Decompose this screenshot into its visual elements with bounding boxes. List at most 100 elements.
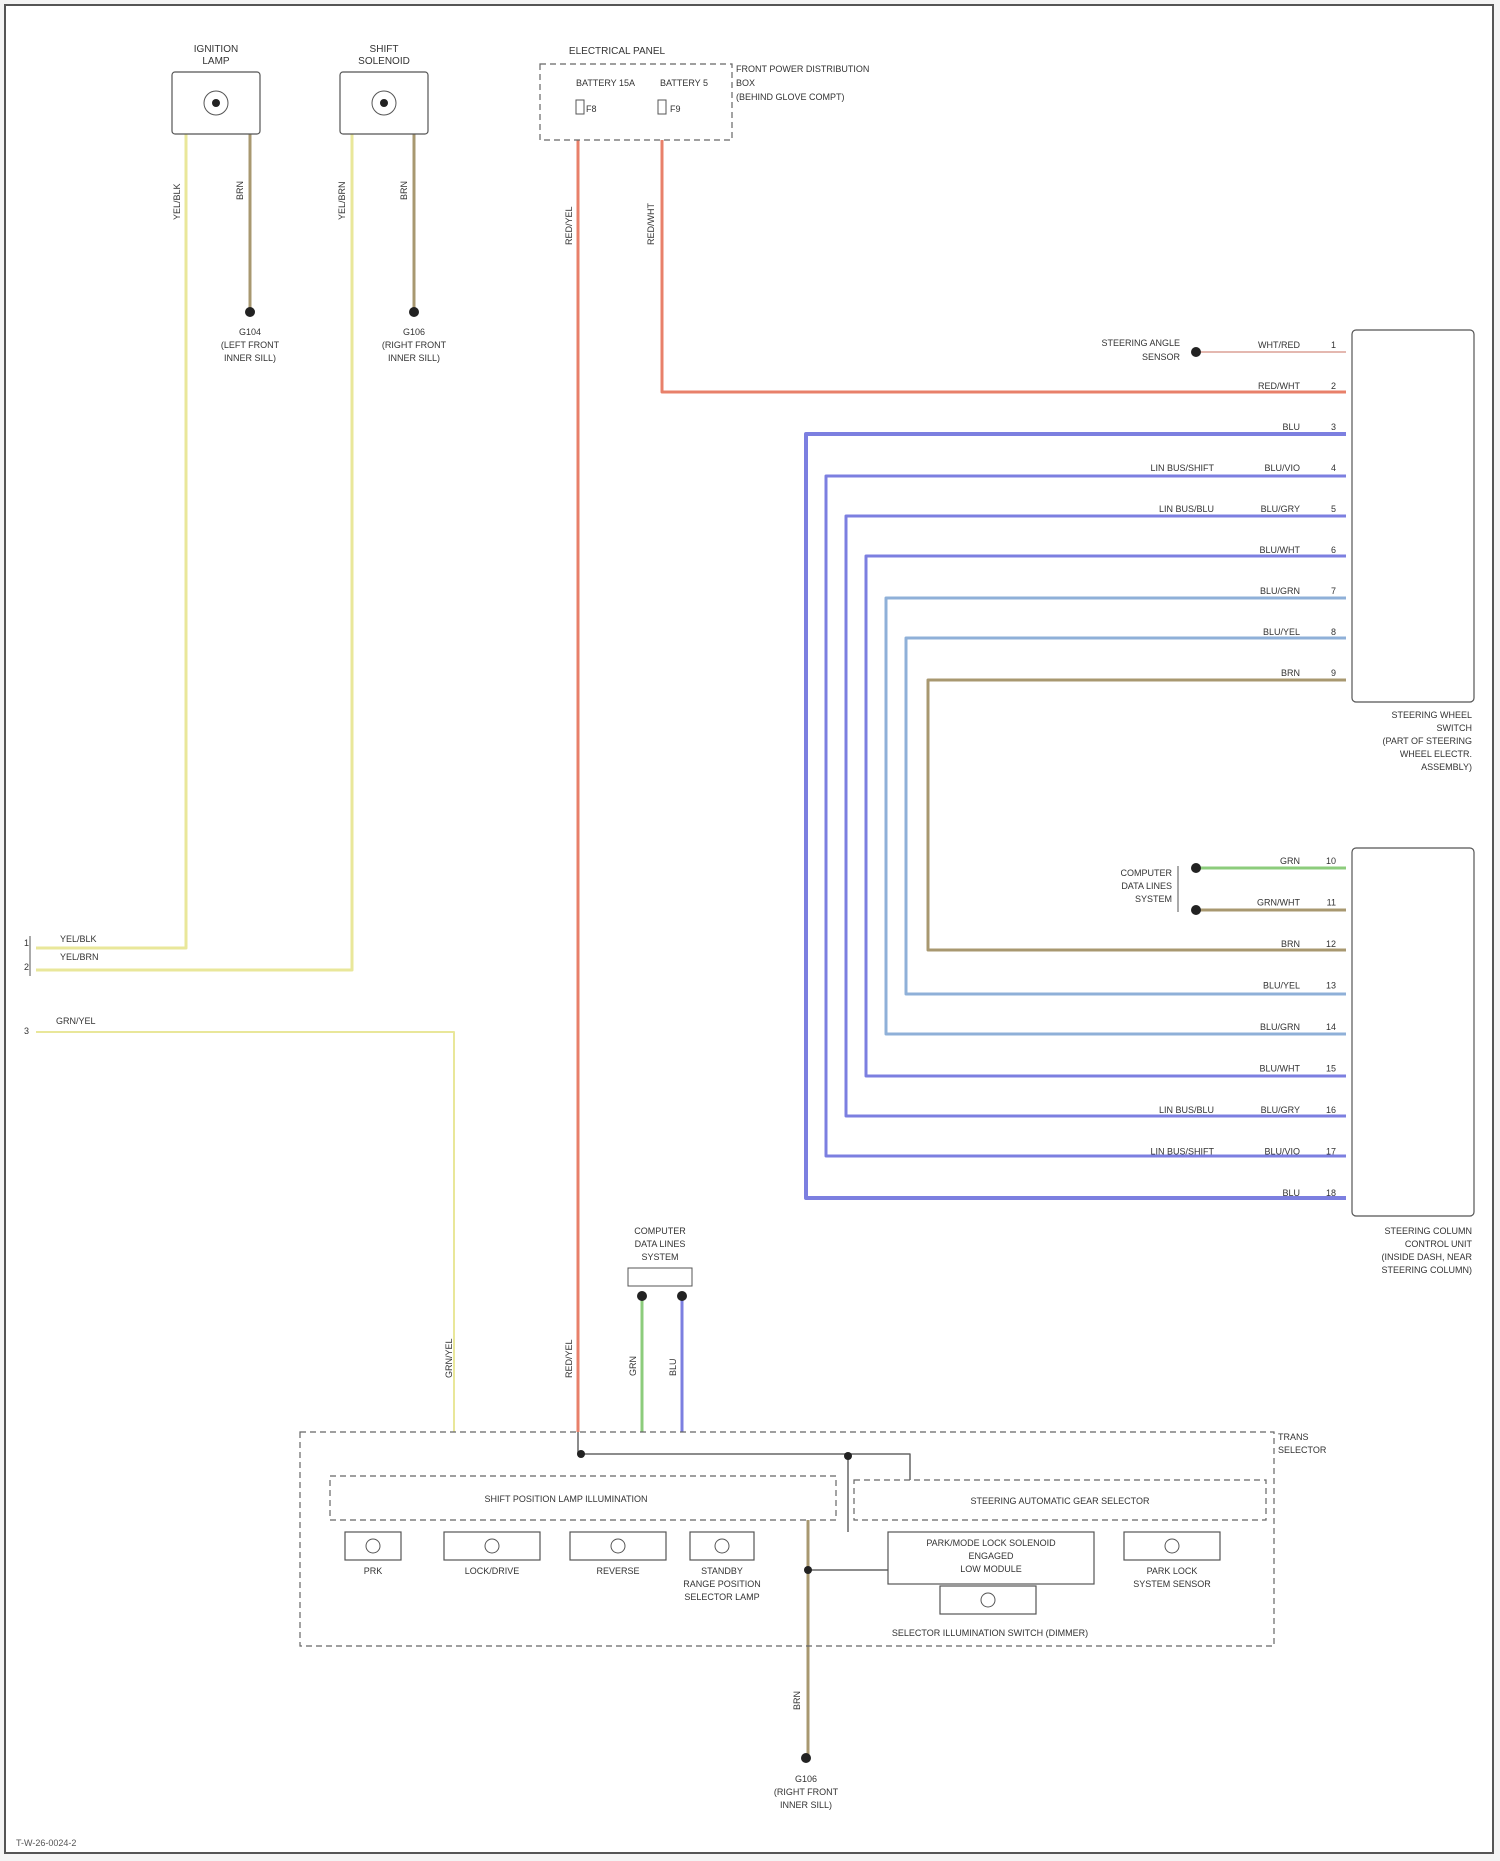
ign-left-b-wire-label: BRN [235,181,245,200]
indicator-park-lock-box [1124,1532,1220,1560]
can-bottom-label-2: DATA LINES [635,1239,686,1249]
row-wire-label: BLU/GRN [1260,1022,1300,1032]
bottom-can-h-wire-label: GRN [628,1356,638,1376]
row-wire-label: RED/WHT [1258,381,1300,391]
row-pin-label: 15 [1326,1064,1336,1074]
ground-right-label-3: INNER SILL) [388,353,440,363]
row-wire-label: BLU/YEL [1263,981,1300,991]
can-mid-label-2: DATA LINES [1121,881,1172,891]
diagram-footer-id: T-W-26-0024-2 [16,1838,76,1848]
row-pin-label: 14 [1326,1022,1336,1032]
row-pin-label: 13 [1326,981,1336,991]
ground-right-label-1: G106 [403,327,425,337]
row-pin-label: 1 [1331,340,1336,350]
upper-module-label-3: (PART OF STEERING [1382,736,1472,746]
left-conn-wire-1: YEL/BLK [60,934,97,944]
upper-module-label: STEERING WHEEL SWITCH (PART OF STEERING … [1382,710,1472,772]
wire-fuse-b-red [662,140,1346,392]
fuse-a-symbol-icon [576,100,584,114]
can-bottom-dot-high-icon [637,1291,647,1301]
sas-label-1: STEERING ANGLE [1101,338,1180,348]
indicator-lock-label: LOCK/DRIVE [465,1566,520,1576]
row-pin-label: 3 [1331,422,1336,432]
ground-right-dot-icon [409,307,419,317]
row-pin-label: 2 [1331,381,1336,391]
row-wire-label: BLU/VIO [1264,1147,1300,1157]
row-wire-label: BLU/GRY [1261,504,1300,514]
indicator-lock: LOCK/DRIVE [444,1532,540,1576]
park-mode-solenoid-box [940,1586,1036,1614]
lamp-center-icon [212,99,220,107]
indicator-prk-label: PRK [364,1566,383,1576]
ground-left: G104 (LEFT FRONT INNER SILL) [221,307,280,363]
row-pin-label: 12 [1326,939,1336,949]
bottom-gnd-wire-label: BRN [792,1691,802,1710]
row-pin-label: 10 [1326,856,1336,866]
ign-right-b-wire-label: BRN [399,181,409,200]
fuse-b-wire-label: RED/WHT [646,203,656,245]
ground-bottom-label-3: INNER SILL) [780,1800,832,1810]
lower-module-label-3: (INSIDE DASH, NEAR [1381,1252,1472,1262]
indicator-prk: PRK [345,1532,401,1576]
indicator-standby-box [690,1532,754,1560]
upper-module-label-1: STEERING WHEEL [1391,710,1472,720]
ground-bottom: G106 (RIGHT FRONT INNER SILL) [774,1753,839,1810]
ground-right: G106 (RIGHT FRONT INNER SILL) [382,307,447,363]
row-signal-label: LIN BUS/SHIFT [1150,1147,1214,1157]
fuse-note-1: FRONT POWER DISTRIBUTION [736,64,869,74]
lower-module-label-2: CONTROL UNIT [1405,1239,1473,1249]
can-bottom-bracket [628,1268,692,1286]
indicator-park-lock-label-1: PARK LOCK [1147,1566,1198,1576]
wire-loop-5 [886,598,1346,1034]
indicator-park-mode-label-1: PARK/MODE LOCK SOLENOID [926,1538,1056,1548]
wire-internal-1 [578,1432,910,1480]
indicator-reverse-label: REVERSE [596,1566,639,1576]
junction-dot-2-icon [844,1452,852,1460]
fuse-a-id: F8 [586,104,597,114]
can-system-mid: COMPUTER DATA LINES SYSTEM [1121,863,1202,915]
trans-selector-title-1: TRANS [1278,1432,1309,1442]
row-wire-label: BLU/WHT [1260,545,1301,555]
indicator-park-mode-label-3: LOW MODULE [960,1564,1022,1574]
ign-right-a-wire-label: YEL/BRN [337,181,347,220]
row-wire-label: BLU [1282,1188,1300,1198]
ground-left-label-2: (LEFT FRONT [221,340,280,350]
trans-selector-module: TRANS SELECTOR SHIFT POSITION LAMP ILLUM… [300,1432,1327,1646]
wire-ign-lamp-yellow [36,134,186,948]
steering-wheel-switch-module [1352,330,1474,702]
left-conn-pin-1: 1 [24,938,29,948]
can-bottom-dot-low-icon [677,1291,687,1301]
upper-module-label-2: SWITCH [1437,723,1473,733]
row-wire-label: WHT/RED [1258,340,1300,350]
row-pin-label: 9 [1331,668,1336,678]
row-wire-label: BLU/VIO [1264,463,1300,473]
row-pin-label: 16 [1326,1105,1336,1115]
lower-module-label: STEERING COLUMN CONTROL UNIT (INSIDE DAS… [1381,1226,1472,1275]
indicator-park-lock-label-2: SYSTEM SENSOR [1133,1579,1211,1589]
row-wire-label: GRN [1280,856,1300,866]
indicator-standby-label-3: SELECTOR LAMP [684,1592,759,1602]
steering-angle-sensor: STEERING ANGLE SENSOR [1101,338,1201,362]
can-mid-dot-low-icon [1191,905,1201,915]
fuse-note-3: (BEHIND GLOVE COMPT) [736,92,845,102]
ground-left-dot-icon [245,307,255,317]
fuse-block: ELECTRICAL PANEL BATTERY 15A F8 BATTERY … [540,46,869,140]
row-wire-label: GRN/WHT [1257,898,1300,908]
indicator-standby: STANDBY RANGE POSITION SELECTOR LAMP [683,1532,761,1602]
wire-loop-2 [826,476,1346,1156]
row-pin-label: 11 [1327,898,1336,908]
ignition-lamp-label-2: LAMP [202,56,230,67]
bottom-a-wire-label: GRN/YEL [444,1338,454,1378]
row-signal-label: LIN BUS/BLU [1159,1105,1214,1115]
row-wire-label: BLU/GRN [1260,586,1300,596]
fuse-b-symbol-icon [658,100,666,114]
left-conn-wire-3: GRN/YEL [56,1016,96,1026]
ignition-lamp-component: IGNITION LAMP [172,44,260,134]
ground-right-label-2: (RIGHT FRONT [382,340,447,350]
ignition-lamp-label-1: IGNITION [194,44,238,55]
indicator-park-lock: PARK LOCK SYSTEM SENSOR [1124,1532,1220,1589]
wire-layer [36,134,1346,1758]
fuse-b-id: F9 [670,104,681,114]
row-pin-label: 5 [1331,504,1336,514]
